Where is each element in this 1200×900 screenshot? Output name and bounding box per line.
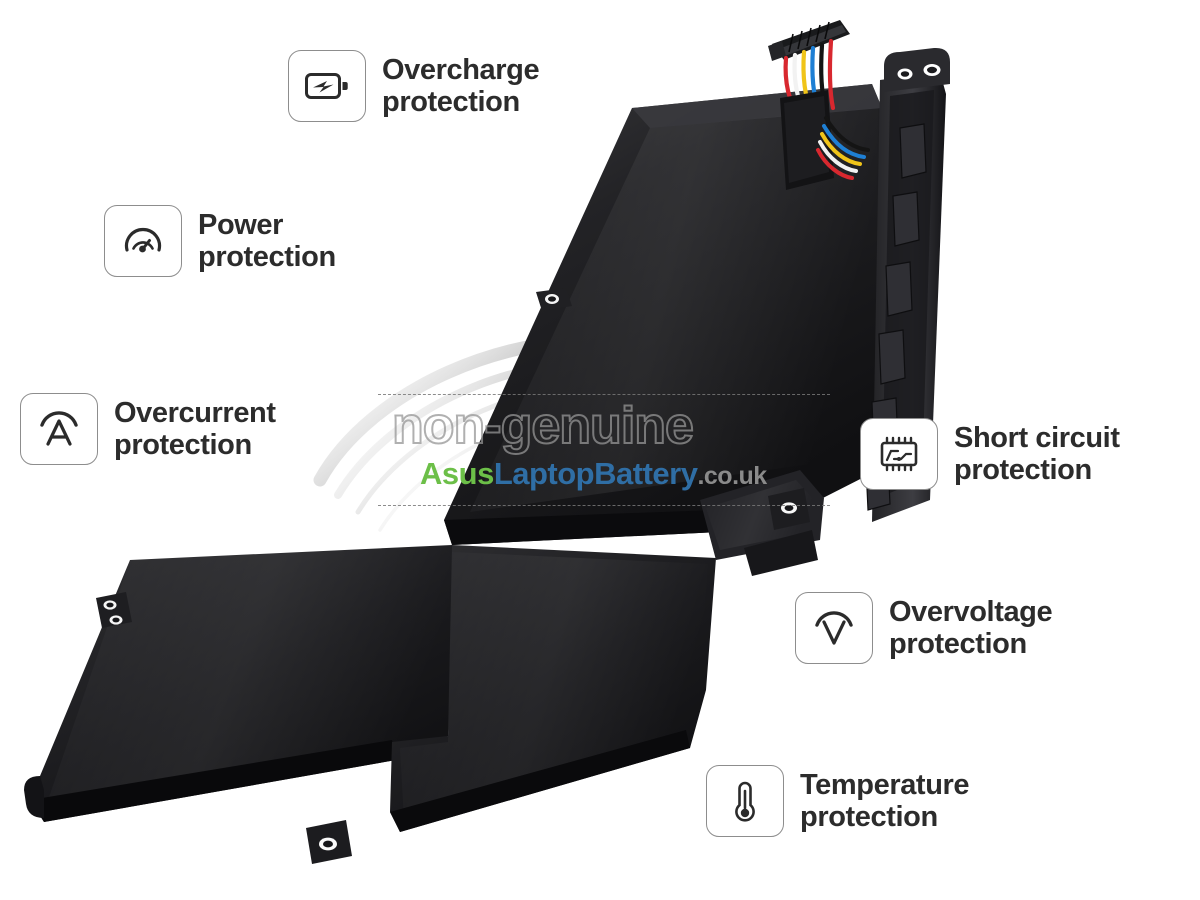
battery-bolt-icon xyxy=(304,69,350,103)
watermark-non-genuine-text: non-genuine xyxy=(391,396,695,456)
overvoltage-label: Overvoltage protection xyxy=(889,595,1053,660)
watermark-brand-text: Asus xyxy=(420,456,494,491)
gauge-icon xyxy=(122,220,164,262)
power-badge xyxy=(104,205,182,277)
short-circuit-label: Short circuit protection xyxy=(954,421,1120,486)
feature-overcharge-protection: Overcharge protection xyxy=(288,50,540,122)
overvoltage-badge xyxy=(795,592,873,664)
power-label: Power protection xyxy=(198,208,336,273)
feature-temperature-protection: Temperature protection xyxy=(706,765,970,837)
volt-arc-icon xyxy=(812,608,856,648)
watermark-overlay: non-genuine AsusLaptopBattery.co.uk xyxy=(378,394,830,506)
overcurrent-badge xyxy=(20,393,98,465)
feature-short-circuit-protection: Short circuit protection xyxy=(860,418,1120,490)
watermark-sitename-text: LaptopBattery xyxy=(493,456,698,491)
temperature-badge xyxy=(706,765,784,837)
mounting-tab-lower-left xyxy=(96,592,132,628)
feature-power-protection: Power protection xyxy=(104,205,336,277)
temperature-label: Temperature protection xyxy=(800,768,970,833)
battery-connector xyxy=(768,20,870,190)
thermometer-icon xyxy=(730,779,760,823)
overcharge-badge xyxy=(288,50,366,122)
watermark-tld-text: .co.uk xyxy=(697,462,767,490)
battery-lower-extension xyxy=(390,545,716,832)
watermark-site-url: AsusLaptopBattery.co.uk xyxy=(420,456,767,492)
battery-upper-panel xyxy=(444,84,882,545)
feature-overvoltage-protection: Overvoltage protection xyxy=(795,592,1053,664)
mounting-tab-mid-right xyxy=(768,488,810,530)
watermark-dashed-frame xyxy=(378,394,830,506)
feature-overcurrent-protection: Overcurrent protection xyxy=(20,393,276,465)
battery-lower-panel xyxy=(24,545,462,822)
background-swoosh xyxy=(300,280,860,580)
ampere-arc-icon xyxy=(37,409,81,449)
overcharge-label: Overcharge protection xyxy=(382,53,540,118)
mounting-tab-upper-left xyxy=(536,288,572,311)
mounting-tab-bottom xyxy=(306,820,352,864)
battery-middle-strip xyxy=(700,470,824,576)
microchip-icon xyxy=(875,435,923,473)
short-circuit-badge xyxy=(860,418,938,490)
overcurrent-label: Overcurrent protection xyxy=(114,396,276,461)
